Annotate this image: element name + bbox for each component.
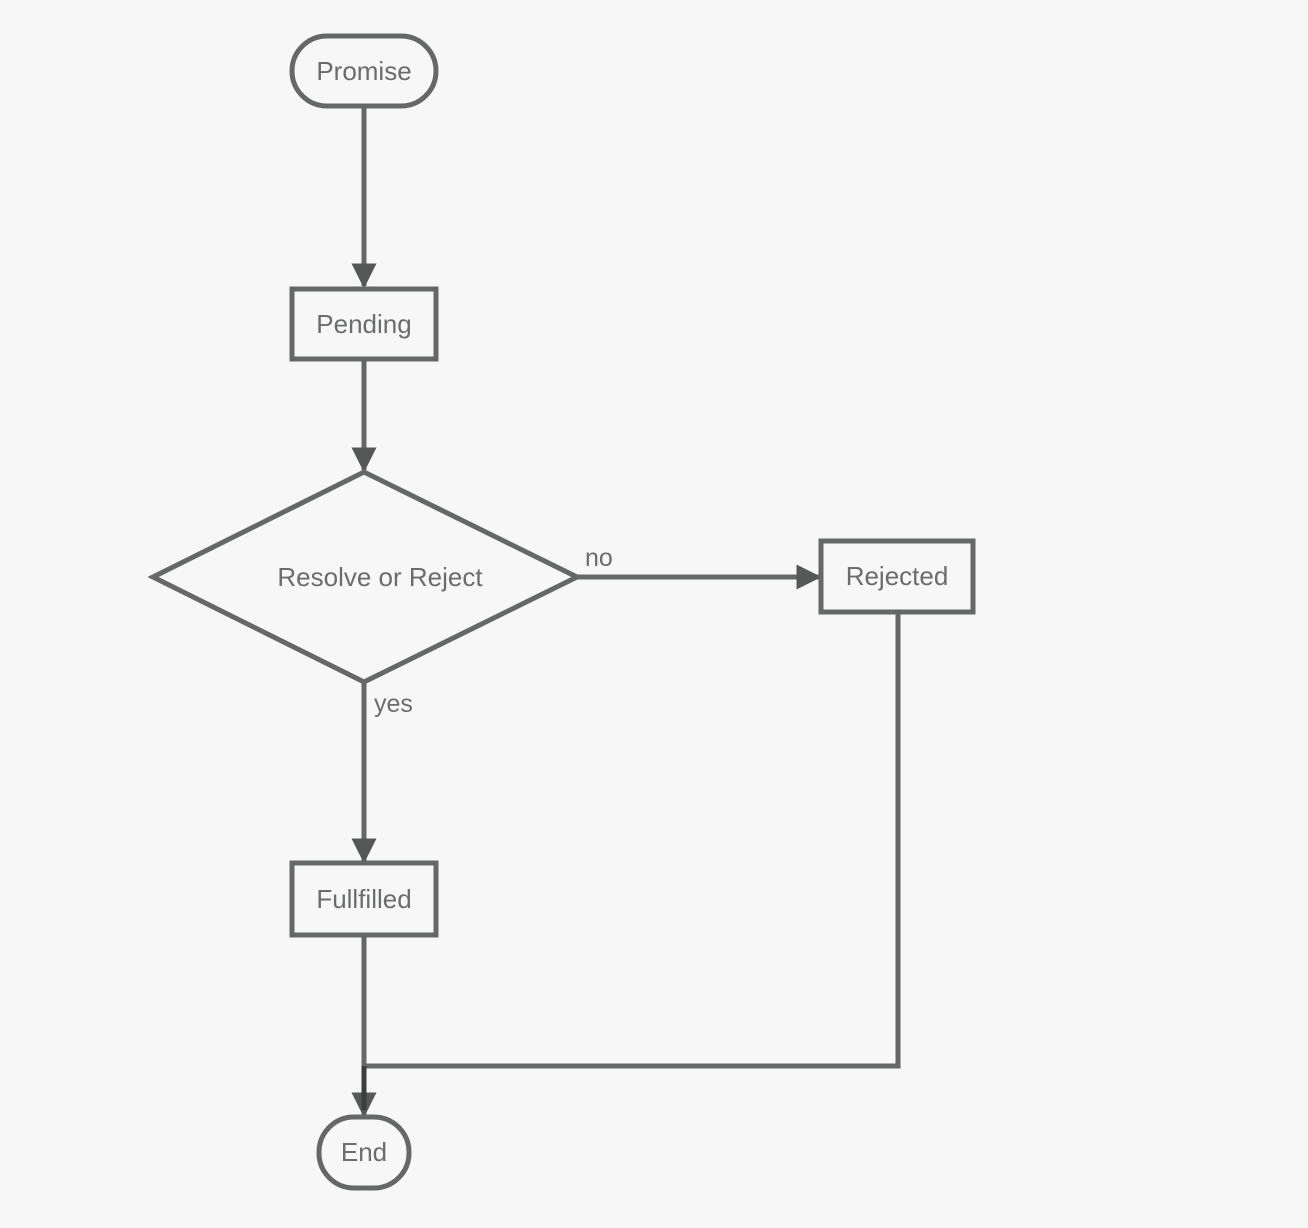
edge-rejected-to-end	[364, 612, 901, 1069]
node-promise[interactable]: Promise	[289, 33, 439, 109]
decision-shape	[147, 469, 583, 685]
process-shape	[289, 860, 439, 938]
node-label: Rejected	[846, 561, 949, 591]
terminator-shape	[289, 33, 439, 109]
node-label: Promise	[316, 56, 411, 86]
process-shape	[289, 286, 439, 362]
edge-label-yes: yes	[374, 690, 413, 718]
node-pending[interactable]: Pending	[289, 286, 439, 362]
node-label: Fullfilled	[316, 884, 411, 914]
node-label: Pending	[316, 309, 411, 339]
node-rejected[interactable]: Rejected	[818, 538, 976, 615]
node-label: Resolve or Reject	[277, 562, 483, 592]
process-shape	[818, 538, 976, 615]
node-fulfilled[interactable]: Fullfilled	[289, 860, 439, 938]
node-label: End	[341, 1137, 387, 1167]
terminator-shape	[316, 1114, 412, 1191]
node-decision[interactable]: Resolve or Reject	[147, 469, 583, 685]
edge-label-no: no	[585, 544, 613, 572]
node-end[interactable]: End	[316, 1114, 412, 1191]
